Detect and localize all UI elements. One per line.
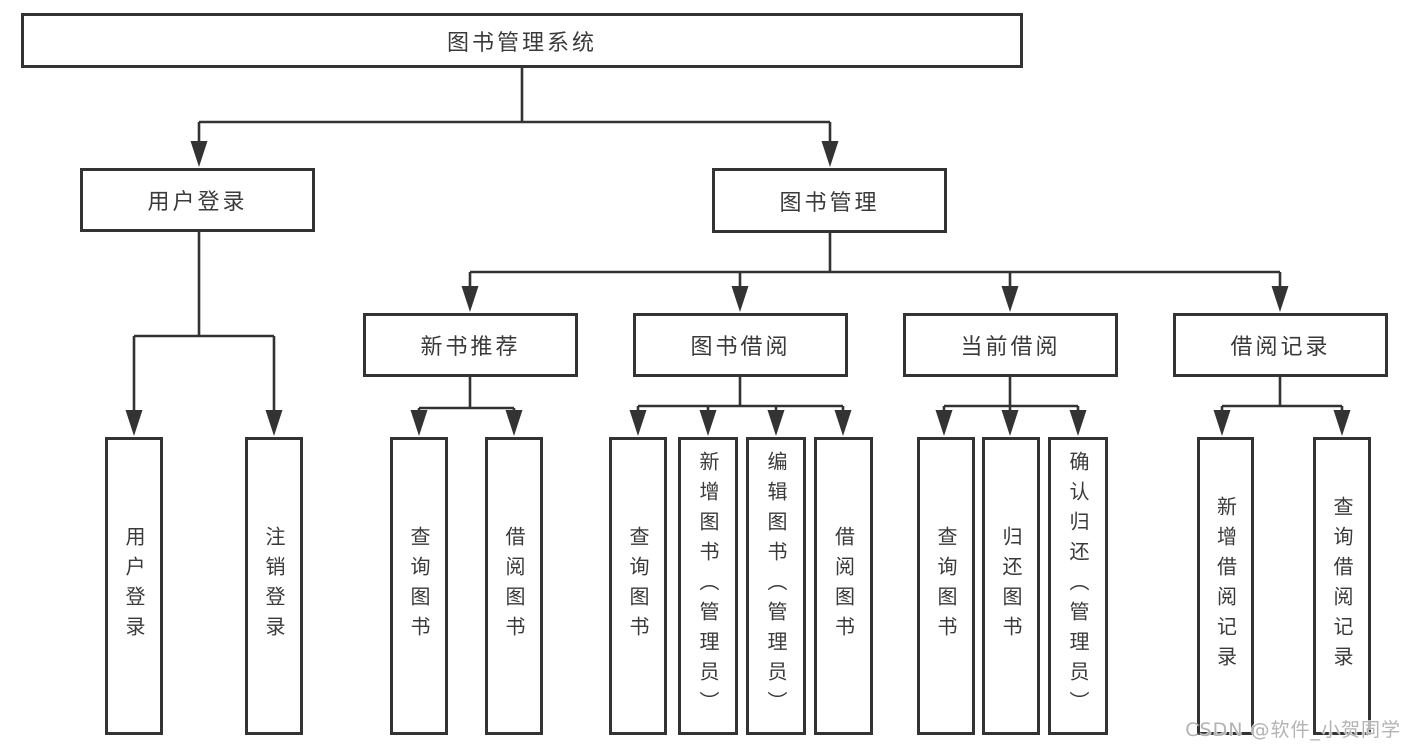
connector-new-book-recommendation-group (410, 377, 523, 436)
node-current-borrowing: 当前借阅 (903, 313, 1118, 377)
connector-book-management-group (461, 233, 1289, 312)
node-label: 查询图书 (934, 526, 958, 646)
leaf-confirm-return-admin: 确认归还（管理员） (1048, 437, 1108, 735)
leaf-return-books: 归还图书 (982, 437, 1040, 735)
node-label: 确认归还（管理员） (1066, 451, 1090, 721)
node-label: 图书管理系统 (446, 30, 597, 56)
node-label: 新增借阅记录 (1213, 496, 1238, 676)
leaf-logout: 注销登录 (245, 437, 303, 735)
connector-book-borrowing-group (629, 377, 852, 436)
node-user-login: 用户登录 (80, 168, 315, 232)
watermark: CSDN @软件_小贺同学 (1185, 719, 1401, 741)
leaf-query-books-current: 查询图书 (917, 437, 975, 735)
node-label: 归还图书 (999, 526, 1023, 646)
leaf-borrow-books: 借阅图书 (814, 437, 873, 735)
node-borrowing-records: 借阅记录 (1173, 313, 1388, 377)
leaf-query-books-recommendation: 查询图书 (390, 437, 448, 735)
node-label: 借阅图书 (831, 526, 856, 646)
node-label: 借阅记录 (1230, 335, 1331, 360)
node-label: 注销登录 (262, 526, 286, 646)
connector-user-login-group (125, 232, 283, 436)
node-label: 图书管理 (779, 190, 880, 216)
node-label: 查询借阅记录 (1330, 496, 1354, 676)
node-label: 新增图书（管理员） (696, 451, 720, 721)
node-label: 新书推荐 (420, 335, 521, 360)
node-label: 借阅图书 (502, 526, 526, 646)
node-book-borrowing: 图书借阅 (633, 313, 848, 377)
node-label: 查询图书 (407, 526, 431, 646)
connector-root-to-level2 (190, 68, 839, 167)
node-root-library-management-system: 图书管理系统 (21, 13, 1023, 68)
leaf-user-login: 用户登录 (105, 437, 163, 735)
node-label: 用户登录 (122, 526, 146, 646)
connector-current-borrowing-group (935, 377, 1087, 436)
leaf-borrow-books-recommendation: 借阅图书 (485, 437, 543, 735)
node-label: 当前借阅 (960, 335, 1061, 360)
leaf-edit-book-admin: 编辑图书（管理员） (746, 437, 806, 735)
node-label: 图书借阅 (690, 335, 791, 360)
node-book-management: 图书管理 (712, 168, 947, 233)
node-label: 用户登录 (147, 190, 248, 215)
node-new-book-recommendation: 新书推荐 (363, 313, 578, 377)
node-label: 编辑图书（管理员） (764, 451, 788, 721)
leaf-query-borrow-record: 查询借阅记录 (1313, 437, 1371, 735)
node-label: 查询图书 (626, 526, 650, 646)
leaf-add-book-admin: 新增图书（管理员） (678, 437, 738, 735)
leaf-query-books-borrowing: 查询图书 (609, 437, 667, 735)
connector-borrowing-records-group (1213, 377, 1351, 436)
leaf-add-borrow-record: 新增借阅记录 (1197, 437, 1254, 735)
